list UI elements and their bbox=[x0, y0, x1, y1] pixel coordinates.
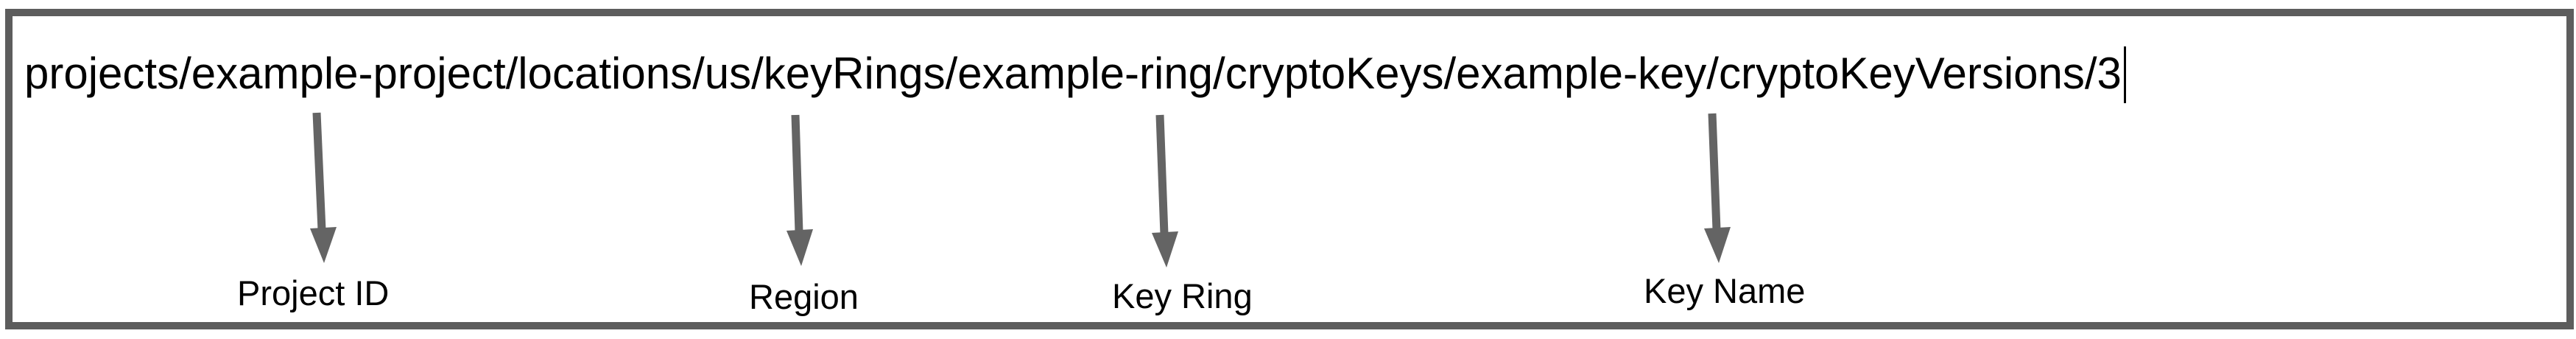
label-key-ring: Key Ring bbox=[1112, 276, 1253, 315]
label-region: Region bbox=[749, 277, 859, 316]
resource-path-value: projects/example-project/locations/us/ke… bbox=[24, 49, 2122, 98]
resource-path-input-box[interactable] bbox=[5, 9, 2574, 329]
label-project-id: Project ID bbox=[237, 273, 390, 312]
text-cursor bbox=[2123, 46, 2126, 103]
label-key-name: Key Name bbox=[1644, 271, 1806, 310]
resource-path-text[interactable]: projects/example-project/locations/us/ke… bbox=[24, 46, 2126, 103]
